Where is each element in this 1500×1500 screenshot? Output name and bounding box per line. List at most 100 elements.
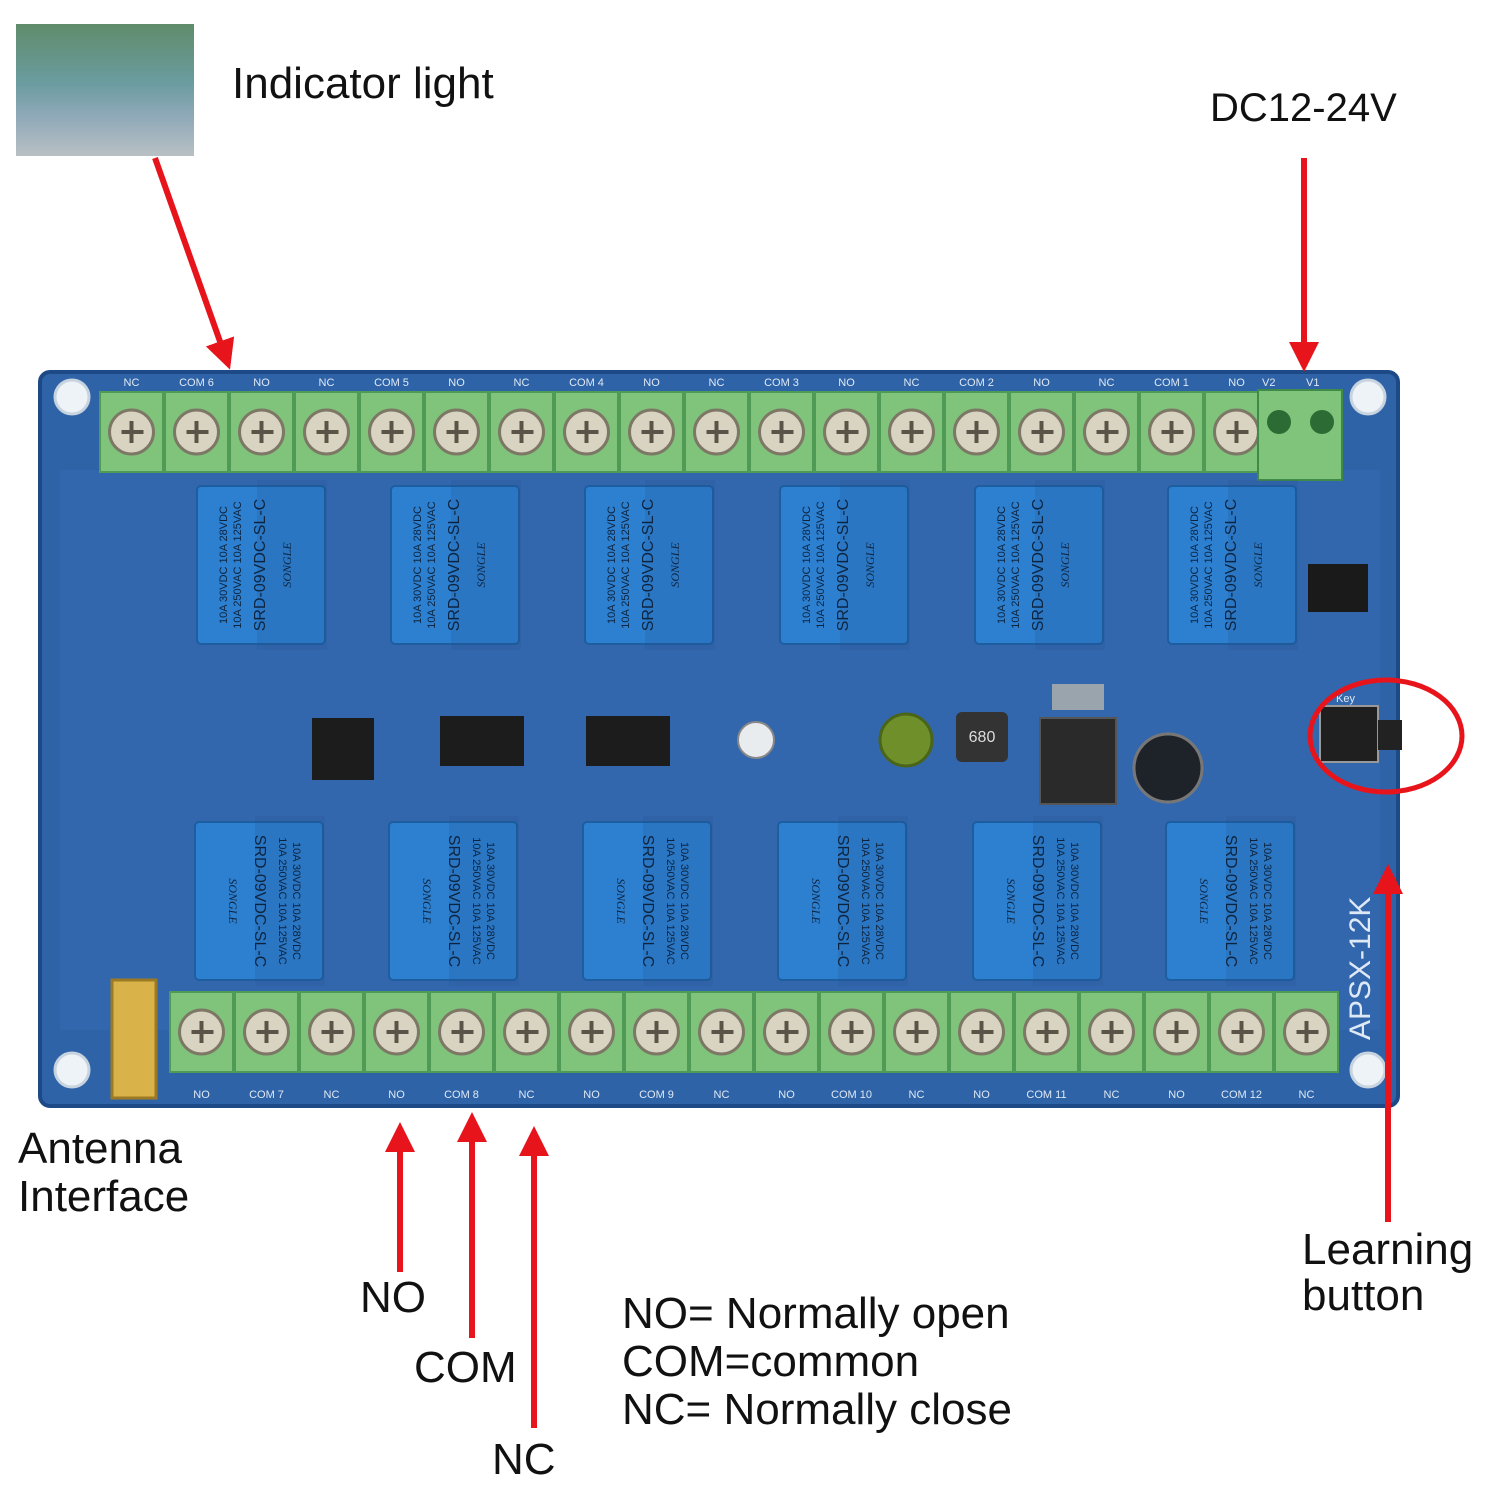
relay-rating-text: 10A 250VAC 10A 125VAC: [276, 837, 288, 964]
screw-slot: [711, 1021, 734, 1043]
terminal-label: COM 1: [1154, 377, 1189, 389]
screw-slot: [641, 421, 664, 443]
antenna-label-line2: Interface: [18, 1172, 190, 1221]
relay-rating-text: 10A 250VAC 10A 125VAC: [859, 837, 871, 964]
capacitor: [878, 712, 934, 768]
screw-slot: [971, 1021, 994, 1043]
screw-slot: [841, 1021, 864, 1043]
terminal-label: COM 4: [569, 377, 604, 389]
terminal-label: COM 8: [444, 1089, 479, 1101]
relay-model-text: SRD-09VDC-SL-C: [251, 835, 268, 967]
relay-shadow: [645, 480, 715, 650]
relay-rating-text: 10A 30VDC 10A 28VDC: [873, 842, 885, 960]
screw-slot: [1101, 1021, 1124, 1043]
screw-slot: [446, 421, 469, 443]
no-callout-label: NO: [360, 1273, 426, 1322]
relay-brand-text: SONGLE: [1004, 878, 1018, 924]
com-callout-label: COM: [414, 1343, 517, 1392]
screw-slot: [776, 1021, 799, 1043]
board-marking: APSX-12K: [1344, 897, 1377, 1040]
relay-rating-text: 10A 250VAC 10A 125VAC: [620, 501, 632, 628]
relay-rating-text: 10A 30VDC 10A 28VDC: [1189, 506, 1201, 624]
relay-body: [388, 821, 518, 981]
screw-slot: [516, 1021, 539, 1043]
relay-brand-text: SONGLE: [863, 542, 877, 588]
relay-brand-text: SONGLE: [280, 542, 294, 588]
relay-brand-text: SONGLE: [614, 878, 628, 924]
relay-body: [194, 821, 324, 981]
screw-slot: [511, 421, 534, 443]
relay-rating-text: 10A 250VAC 10A 125VAC: [426, 501, 438, 628]
terminal-label: COM 3: [764, 377, 799, 389]
relay-shadow: [255, 816, 325, 986]
relay-rating-text: 10A 250VAC 10A 125VAC: [470, 837, 482, 964]
regulator-tab: [1052, 684, 1104, 710]
inductor: [956, 712, 1008, 762]
terminal-label: NC: [1104, 1089, 1120, 1101]
relay-model-text: SRD-09VDC-SL-C: [639, 835, 656, 967]
terminal-label: NO: [193, 1089, 210, 1101]
relay-shadow: [643, 816, 713, 986]
relay-model-text: SRD-09VDC-SL-C: [1223, 499, 1240, 631]
terminal-label: COM 5: [374, 377, 409, 389]
mounting-hole: [53, 1051, 91, 1089]
relay-rating-text: 10A 250VAC 10A 125VAC: [815, 501, 827, 628]
power-terminal-label: V1: [1306, 377, 1319, 389]
legend-com: COM=common: [622, 1337, 920, 1386]
legend-no: NO= Normally open: [622, 1289, 1010, 1338]
terminal-label: NC: [1299, 1089, 1315, 1101]
relay-model-text: SRD-09VDC-SL-C: [252, 499, 269, 631]
relay-shadow: [257, 480, 327, 650]
relay-body: [972, 821, 1102, 981]
relay-rating-text: 10A 30VDC 10A 28VDC: [218, 506, 230, 624]
relay-rating-text: 10A 30VDC 10A 28VDC: [996, 506, 1008, 624]
terminal-label: COM 7: [249, 1089, 284, 1101]
relay-rating-text: 10A 250VAC 10A 125VAC: [1054, 837, 1066, 964]
relay-rating-text: 10A 30VDC 10A 28VDC: [678, 842, 690, 960]
relay-rating-text: 10A 30VDC 10A 28VDC: [1068, 842, 1080, 960]
screw-slot: [121, 421, 144, 443]
relay-shadow: [451, 480, 521, 650]
terminal-label: NO: [973, 1089, 990, 1101]
screw-slot: [1226, 421, 1249, 443]
nc-callout-label: NC: [492, 1435, 556, 1484]
relay-body: [1167, 485, 1297, 645]
terminal-label: NO: [388, 1089, 405, 1101]
relay-shadow: [1228, 480, 1298, 650]
terminal-label: NC: [324, 1089, 340, 1101]
mounting-hole: [1349, 378, 1387, 416]
relay-rating-text: 10A 30VDC 10A 28VDC: [484, 842, 496, 960]
terminal-legend: NO= Normally open COM=common NC= Normall…: [622, 1290, 1012, 1434]
legend-nc: NC= Normally close: [622, 1385, 1012, 1434]
screw-slot: [251, 421, 274, 443]
screw-slot: [191, 1021, 214, 1043]
relay-model-text: SRD-09VDC-SL-C: [1222, 835, 1239, 967]
screw-slot: [1166, 1021, 1189, 1043]
bridge-rectifier: [1308, 564, 1368, 612]
learning-button-actuator: [1378, 720, 1402, 750]
terminal-label: NC: [909, 1089, 925, 1101]
inductor-marking: 680: [969, 729, 996, 746]
learning-button: [1319, 705, 1379, 763]
mounting-hole: [53, 378, 91, 416]
relay-body: [390, 485, 520, 645]
learning-button-highlight: [1307, 677, 1465, 795]
terminal-label: NO: [583, 1089, 600, 1101]
terminal-label: NC: [519, 1089, 535, 1101]
terminal-label: NC: [319, 377, 335, 389]
screw-slot: [966, 421, 989, 443]
relay-shadow: [1035, 480, 1105, 650]
terminal-label: NC: [514, 377, 530, 389]
relay-brand-text: SONGLE: [1197, 878, 1211, 924]
indicator-light-arrow: [152, 156, 235, 370]
